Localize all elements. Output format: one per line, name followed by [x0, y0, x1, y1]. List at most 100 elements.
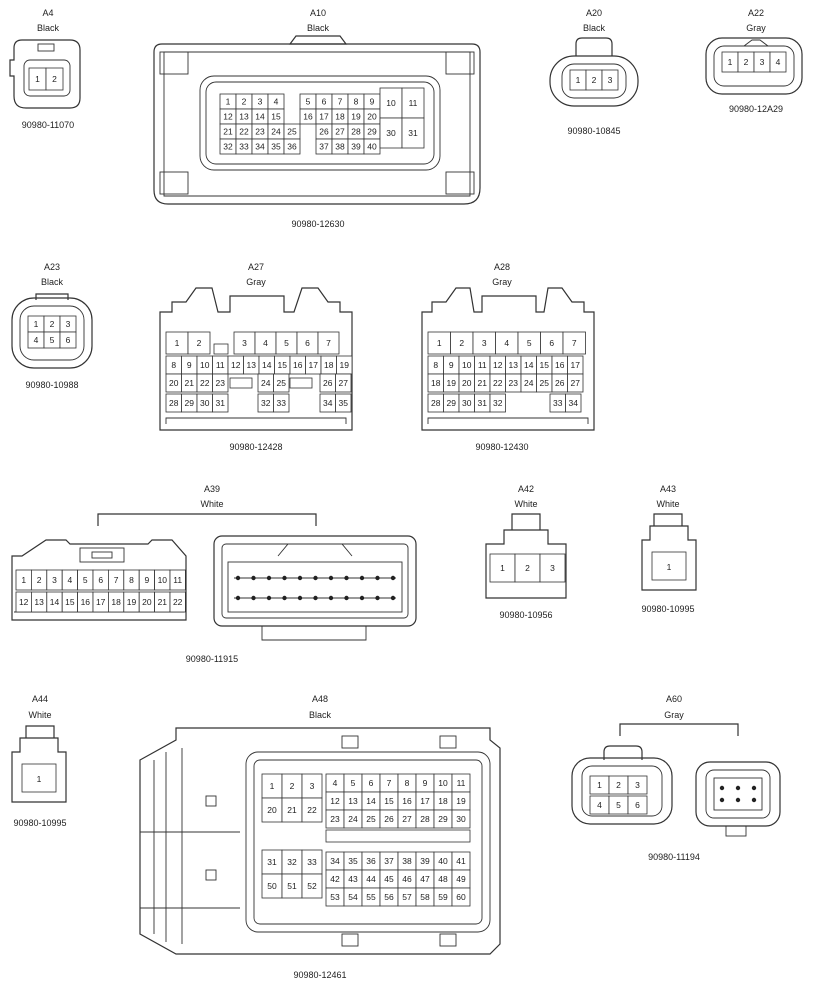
pin-label: 4: [776, 57, 781, 67]
pin-label: 17: [319, 112, 329, 122]
inner-frame: [561, 63, 627, 99]
latch: [35, 293, 69, 300]
pin-label: 35: [339, 398, 349, 408]
pin-label: 1: [21, 575, 26, 585]
terminal-pin: [751, 797, 757, 803]
pin-label: 12: [19, 597, 29, 607]
pin-label: 21: [287, 805, 297, 815]
pin-label: 6: [305, 338, 310, 348]
pin-label: 9: [145, 575, 150, 585]
pin-label: 14: [366, 796, 376, 806]
pin-cell: [451, 887, 471, 907]
pin-label: 10: [158, 575, 168, 585]
latch: [79, 547, 125, 563]
pin-label: 31: [478, 398, 488, 408]
pin-label: 8: [433, 360, 438, 370]
pin-cell: [212, 373, 229, 393]
pin-label: 12: [493, 360, 503, 370]
pin-label: 32: [493, 398, 503, 408]
inner-frame: [245, 751, 491, 933]
pin-cell: [601, 69, 619, 91]
pin-label: 7: [572, 338, 577, 348]
terminal-pin: [297, 595, 303, 601]
pin-label: 1: [35, 74, 40, 84]
pin-cell: [489, 393, 506, 413]
pin-label: 3: [242, 338, 247, 348]
connector-color: Gray: [746, 23, 766, 33]
pin-label: 2: [592, 75, 597, 85]
pin-label: 27: [571, 378, 581, 388]
pin-label: 15: [271, 112, 281, 122]
pin-label: 27: [402, 814, 412, 824]
pin-label: 6: [66, 335, 71, 345]
housing-outline: [549, 55, 639, 107]
pin-label: 31: [267, 857, 277, 867]
pin-label: 23: [509, 378, 519, 388]
terminal-pin: [235, 595, 241, 601]
pin-cell: [59, 331, 77, 349]
pin-label: 36: [287, 142, 297, 152]
terminal-pin: [266, 575, 272, 581]
pin-label: 37: [384, 856, 394, 866]
pin-label: 55: [366, 892, 376, 902]
pin-label: 3: [66, 319, 71, 329]
pin-label: 33: [307, 857, 317, 867]
terminal-pin: [282, 595, 287, 601]
pin-cell: [301, 873, 323, 899]
connector-color: White: [28, 710, 51, 720]
pair-bracket: [97, 513, 317, 526]
pin-label: 6: [98, 575, 103, 585]
pin-label: 11: [478, 360, 487, 370]
pin-cell: [562, 331, 586, 355]
pin-label: 22: [493, 378, 503, 388]
pin-label: 26: [384, 814, 394, 824]
pin-label: 28: [351, 127, 361, 137]
connector-color: White: [656, 499, 679, 509]
pin-label: 6: [549, 338, 554, 348]
pin-label: 17: [571, 360, 581, 370]
blank-cavity: [289, 377, 313, 389]
pin-label: 47: [420, 874, 430, 884]
inner-frame: [221, 543, 409, 619]
pin-label: 4: [68, 575, 73, 585]
terminal-pin: [328, 575, 334, 581]
pair-bracket: [619, 723, 739, 736]
pin-label: 25: [366, 814, 376, 824]
pin-label: 45: [384, 874, 394, 884]
pin-label: 19: [127, 597, 137, 607]
pin-label: 2: [525, 563, 530, 573]
pin-label: 22: [200, 378, 210, 388]
part-number: 90980-10988: [25, 380, 78, 390]
pin-label: 27: [339, 378, 349, 388]
key-bar: [325, 829, 471, 843]
part-number: 90980-12430: [475, 442, 528, 452]
pin-label: 34: [323, 398, 333, 408]
connector-color: White: [514, 499, 537, 509]
part-number: 90980-10956: [499, 610, 552, 620]
terminal-frame: [713, 777, 763, 811]
pin-label: 1: [175, 338, 180, 348]
pin-label: 25: [277, 378, 287, 388]
pin-label: 32: [223, 142, 233, 152]
pin-cell: [187, 331, 211, 355]
terminal-pin: [359, 575, 365, 581]
pin-cell: [539, 553, 566, 583]
pin-label: 1: [34, 319, 39, 329]
terminal-pin: [266, 595, 272, 601]
pin-label: 59: [438, 892, 448, 902]
connector-color: Gray: [664, 710, 684, 720]
pin-cell: [335, 373, 352, 393]
pin-label: 40: [367, 142, 377, 152]
pin-label: 9: [370, 97, 375, 107]
pin-cell: [169, 591, 186, 613]
connector-color: Black: [37, 23, 60, 33]
terminal-grid: [713, 777, 763, 811]
pin-label: 5: [83, 575, 88, 585]
